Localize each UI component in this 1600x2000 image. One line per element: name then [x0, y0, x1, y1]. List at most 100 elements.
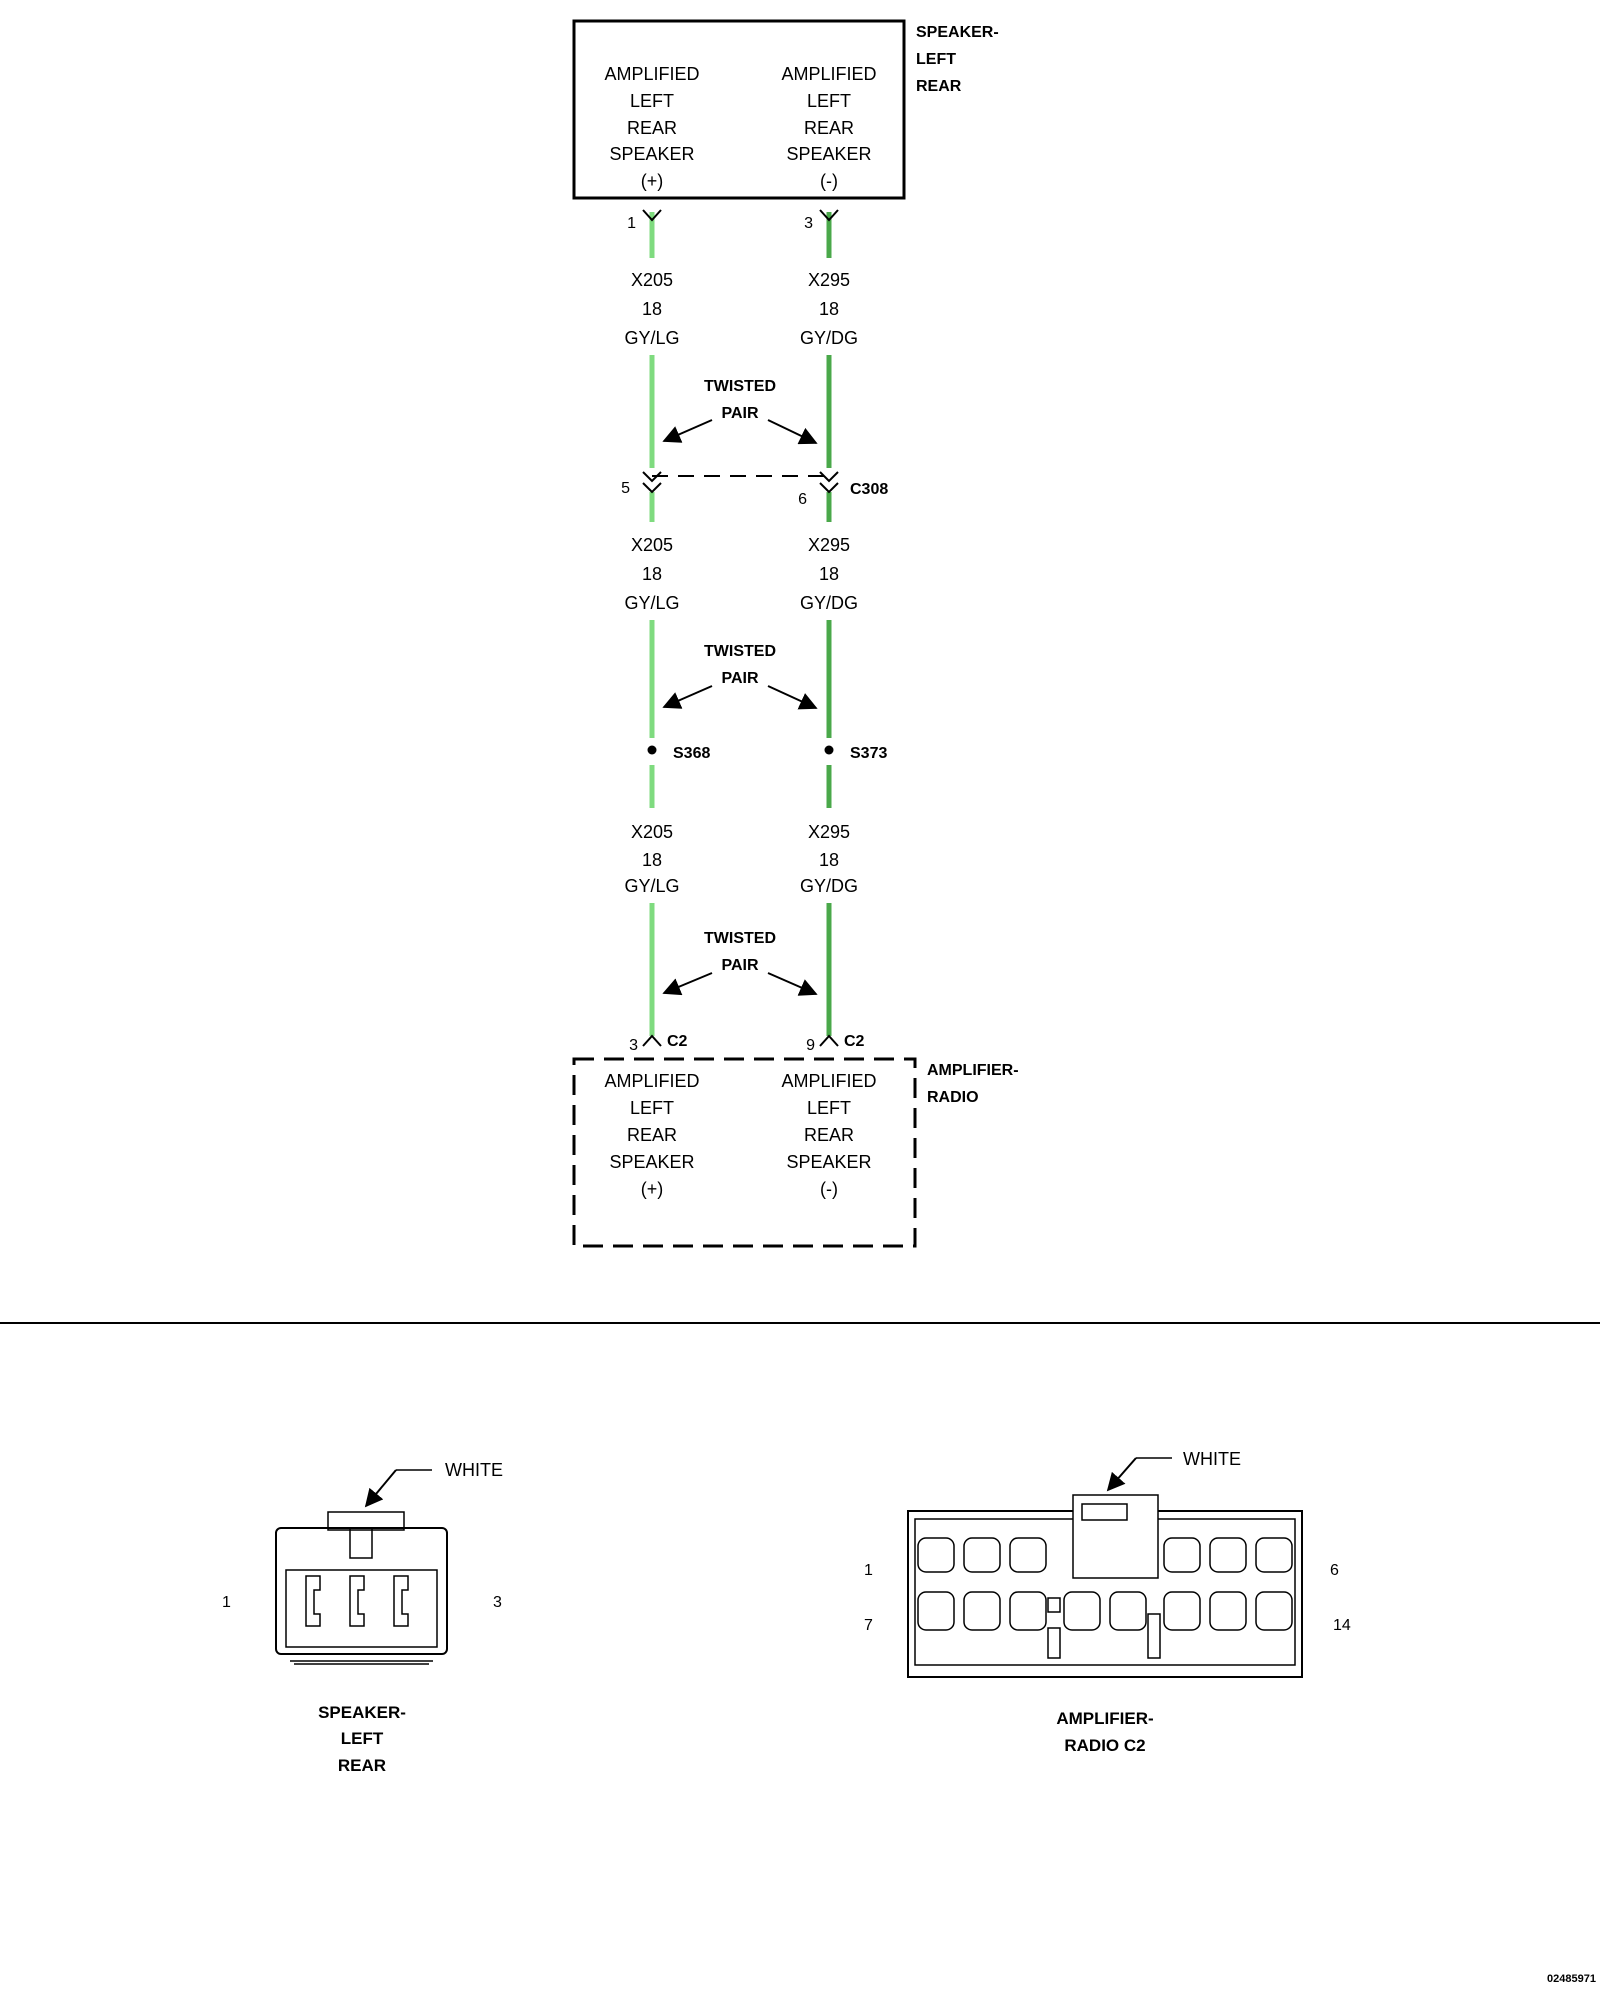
- amplifier-right-function-line: SPEAKER: [786, 1152, 871, 1172]
- wire-gauge-label: 18: [819, 850, 839, 870]
- amplifier-connector-color: WHITE: [1183, 1449, 1241, 1469]
- connector-shell: [275, 1527, 448, 1655]
- speaker-pin-left: 1: [627, 215, 636, 232]
- splice-dot-left: [647, 745, 657, 755]
- wire-circuit-label: X295: [808, 270, 850, 290]
- splice-label-left: S368: [673, 745, 710, 762]
- speaker-right-function-line: SPEAKER: [786, 144, 871, 164]
- twisted-pair-callout: TWISTED PAIR: [662, 378, 818, 445]
- c308-pin-right: 6: [798, 491, 807, 508]
- color-callout-arrow: [364, 1469, 397, 1508]
- wire-gauge-label: 18: [819, 299, 839, 319]
- twisted-pair-arrow: [662, 972, 713, 996]
- speaker-right-function-line: REAR: [804, 118, 854, 138]
- amplifier-module-title: AMPLIFIER-: [927, 1062, 1019, 1079]
- terminal-symbol: [642, 471, 662, 483]
- speaker-connector-pin-left: 1: [222, 1594, 231, 1611]
- twisted-pair-arrow: [767, 972, 818, 996]
- twisted-pair-callout: TWISTED PAIR: [662, 930, 818, 996]
- wire-circuit-label: X205: [631, 270, 673, 290]
- wire-labels-3: X205 18 GY/LG X295 18 GY/DG: [624, 822, 858, 896]
- connector-key-tab: [1081, 1503, 1128, 1521]
- twisted-pair-arrow: [662, 685, 713, 709]
- amplifier-connector-caption: RADIO C2: [1064, 1736, 1145, 1755]
- amplifier-connector-pin-bottom-right: 14: [1333, 1617, 1351, 1634]
- terminal-symbol: [819, 1034, 839, 1047]
- wire-circuit-label: X205: [631, 822, 673, 842]
- amplifier-pin-left: 3: [629, 1037, 638, 1054]
- wire-color-label: GY/LG: [624, 593, 679, 613]
- amplifier-right-function-line: LEFT: [807, 1098, 851, 1118]
- connector-latch: [327, 1511, 405, 1531]
- amplifier-right-function-line: (-): [820, 1179, 838, 1199]
- amplifier-module: AMPLIFIED LEFT REAR SPEAKER (+) AMPLIFIE…: [572, 1057, 1019, 1248]
- wire-color-label: GY/LG: [624, 876, 679, 896]
- splices: S368 S373: [647, 745, 887, 762]
- connector-lock-tab: [349, 1527, 373, 1559]
- twisted-pair-arrow: [767, 419, 818, 445]
- terminal-symbol: [642, 209, 662, 222]
- terminal-cavity: [917, 1537, 1293, 1659]
- wire-color-label: GY/DG: [800, 876, 858, 896]
- twisted-pair-label: TWISTED: [704, 378, 776, 395]
- speaker-module-title: LEFT: [916, 51, 956, 68]
- connector-key-slot: [1072, 1494, 1159, 1579]
- color-callout-arrow: [1106, 1457, 1137, 1492]
- speaker-module: AMPLIFIED LEFT REAR SPEAKER (+) AMPLIFIE…: [572, 19, 999, 200]
- speaker-connector-terminals: 1 3: [627, 209, 839, 232]
- speaker-left-function-line: AMPLIFIED: [604, 64, 699, 84]
- speaker-right-function-line: LEFT: [807, 91, 851, 111]
- amplifier-right-function-line: AMPLIFIED: [781, 1071, 876, 1091]
- connector-inner: [285, 1569, 438, 1648]
- terminal-symbol: [819, 209, 839, 222]
- wire-color-label: GY/LG: [624, 328, 679, 348]
- amplifier-left-function-line: SPEAKER: [609, 1152, 694, 1172]
- speaker-left-function-line: (+): [641, 171, 664, 191]
- amplifier-module-title: RADIO: [927, 1089, 979, 1106]
- twisted-pair-label: PAIR: [721, 670, 758, 687]
- speaker-right-function-line: (-): [820, 171, 838, 191]
- twisted-pair-arrow: [767, 685, 818, 710]
- speaker-module-box: [572, 19, 906, 200]
- amplifier-module-box: [572, 1057, 917, 1248]
- terminal-cavity: [305, 1575, 409, 1627]
- splice-label-right: S373: [850, 745, 887, 762]
- wire-gauge-label: 18: [819, 564, 839, 584]
- wire-circuit-label: X295: [808, 535, 850, 555]
- wire-circuit-label: X295: [808, 822, 850, 842]
- amplifier-connector-label-left: C2: [667, 1033, 688, 1050]
- speaker-left-function-line: LEFT: [630, 91, 674, 111]
- twisted-pair-label: PAIR: [721, 405, 758, 422]
- amplifier-left-function-line: (+): [641, 1179, 664, 1199]
- terminal-symbol: [819, 482, 839, 494]
- amplifier-connector-view: WHITE 1 6 7 14 AMPLIFIER- RADIO C2: [864, 1449, 1351, 1755]
- splice-dot-right: [824, 745, 834, 755]
- amplifier-connector-caption: AMPLIFIER-: [1056, 1709, 1153, 1728]
- wire-gauge-label: 18: [642, 564, 662, 584]
- twisted-pair-label: PAIR: [721, 957, 758, 974]
- wire-circuit-label: X205: [631, 535, 673, 555]
- wire-color-label: GY/DG: [800, 593, 858, 613]
- terminal-symbol: [642, 1034, 662, 1047]
- c308-label: C308: [850, 481, 888, 498]
- speaker-right-function-line: AMPLIFIED: [781, 64, 876, 84]
- amplifier-connector-terminals: 3 9 C2 C2: [629, 1033, 864, 1054]
- speaker-left-function-line: REAR: [627, 118, 677, 138]
- amplifier-left-function-line: REAR: [627, 1125, 677, 1145]
- twisted-pair-arrow: [662, 419, 713, 443]
- figure-id: 02485971: [1547, 1973, 1596, 1985]
- speaker-connector-caption: REAR: [338, 1756, 386, 1775]
- wire-gauge-label: 18: [642, 299, 662, 319]
- amplifier-left-function-line: AMPLIFIED: [604, 1071, 699, 1091]
- speaker-left-function-line: SPEAKER: [609, 144, 694, 164]
- amplifier-connector-pin-bottom-left: 7: [864, 1617, 873, 1634]
- speaker-connector-pin-right: 3: [493, 1594, 502, 1611]
- wire-labels-1: X205 18 GY/LG X295 18 GY/DG: [624, 270, 858, 348]
- amplifier-connector-pin-top-right: 6: [1330, 1562, 1339, 1579]
- wire-gauge-label: 18: [642, 850, 662, 870]
- amplifier-connector-pin-top-left: 1: [864, 1562, 873, 1579]
- speaker-module-title: SPEAKER-: [916, 24, 999, 41]
- speaker-module-title: REAR: [916, 78, 962, 95]
- amplifier-left-function-line: LEFT: [630, 1098, 674, 1118]
